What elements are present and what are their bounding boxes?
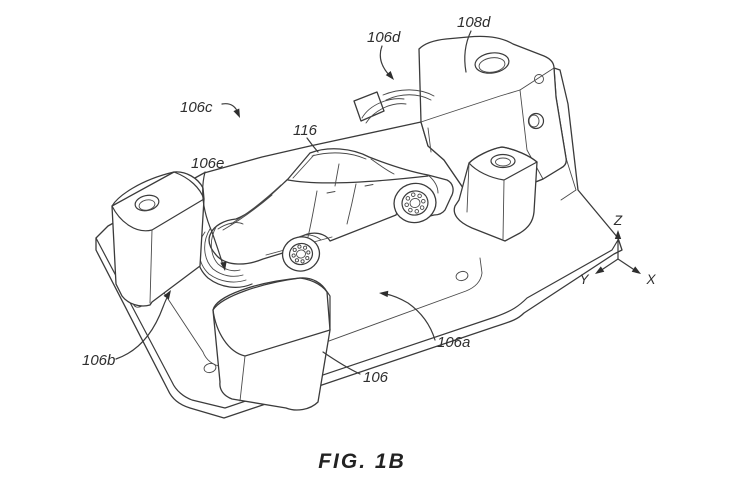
leaders xyxy=(115,30,472,375)
axis-triad: Z Y X xyxy=(579,213,656,287)
axis-x-line xyxy=(617,258,637,272)
label-108d: 108d xyxy=(457,14,491,31)
arrowhead-106b xyxy=(163,290,171,300)
arrowhead-106a xyxy=(379,290,389,298)
left-post-top-face xyxy=(111,171,205,232)
car-body-outline xyxy=(208,148,454,265)
right-post-hole-inner xyxy=(495,157,511,167)
leader-106 xyxy=(322,351,361,375)
leader-108d xyxy=(464,30,472,73)
front-post-front-edge xyxy=(239,355,246,402)
mount-block-saddle-rim-1 xyxy=(382,89,435,97)
axis-x-label: X xyxy=(645,272,656,287)
car-rear-door-handle xyxy=(364,184,374,187)
car-front-wheel xyxy=(281,236,321,272)
mount-block-right-edge xyxy=(519,89,544,180)
right-post-left-edge xyxy=(466,162,470,213)
left-post-hole-inner xyxy=(138,199,156,211)
car-a-pillar-inner xyxy=(292,154,315,179)
reference-labels: 106c 106d 108d 116 106e 106b 106a 106 xyxy=(82,14,491,386)
axis-y-arrowhead xyxy=(595,266,605,274)
left-post-front-edge xyxy=(149,229,153,304)
mount-block-top-ridge xyxy=(420,67,555,123)
mount-block-saddle-wall xyxy=(353,91,385,122)
car-trunk-seam xyxy=(427,174,439,194)
front-post xyxy=(212,277,331,411)
mount-block-saddle-arc-1 xyxy=(361,98,405,119)
car-roof-drip-line xyxy=(311,152,367,160)
mount-block-saddle-arc-2 xyxy=(365,103,407,124)
car-front-door-seam xyxy=(307,190,318,238)
mount-block-side-hole-inner xyxy=(528,114,540,128)
label-106d: 106d xyxy=(367,29,401,46)
left-post xyxy=(111,171,205,307)
right-post-front-edge xyxy=(502,179,505,240)
right-post-hole xyxy=(490,153,516,169)
mount-block-small-hole xyxy=(534,74,544,84)
car-hood-crease-2 xyxy=(222,194,273,231)
cradle-arc-4 xyxy=(210,226,241,272)
plate-hole-front xyxy=(203,362,217,374)
car-front-door-handle xyxy=(326,191,336,194)
arrowhead-106d xyxy=(385,71,394,80)
label-106a: 106a xyxy=(437,334,470,351)
mount-block-saddle-rim-2 xyxy=(385,94,432,101)
label-106e: 106e xyxy=(191,155,224,172)
car-hood-crease-1 xyxy=(230,184,282,225)
base-plate-top-front-edge xyxy=(95,237,619,409)
plate-hole-right xyxy=(455,270,469,282)
right-post xyxy=(453,146,538,242)
mount-block-front-vertical-edge xyxy=(427,127,432,153)
mount-block-side-hole xyxy=(527,112,545,130)
axis-y-line xyxy=(599,258,619,272)
leader-106a xyxy=(385,293,436,341)
car-c-pillar xyxy=(370,158,395,175)
front-cradle xyxy=(196,226,253,288)
arrowhead-106e xyxy=(220,261,227,271)
label-116: 116 xyxy=(293,122,318,139)
car-b-pillar xyxy=(334,163,340,187)
base-plate-right-flange xyxy=(560,157,577,201)
axis-z-label: Z xyxy=(613,213,623,228)
arrowhead-106c xyxy=(233,108,240,118)
mount-block-top-hole xyxy=(474,52,510,74)
label-106c: 106c xyxy=(180,99,213,116)
cradle-arc-3 xyxy=(204,228,244,277)
label-106b: 106b xyxy=(82,352,115,369)
leader-106e xyxy=(202,171,224,266)
car-beltline xyxy=(287,175,429,184)
axis-y-label: Y xyxy=(579,272,589,287)
car-rear-wheel xyxy=(393,182,437,224)
label-106: 106 xyxy=(363,369,389,386)
car-headlight xyxy=(217,222,244,230)
left-post-hole xyxy=(134,194,160,212)
base-plate-recess-front-edge xyxy=(243,257,483,373)
front-post-outline xyxy=(212,277,331,411)
leader-116 xyxy=(306,137,319,153)
axis-z-arrowhead xyxy=(614,230,622,239)
car-rear-door-seam xyxy=(346,183,357,225)
mount-block-top-hole-inner xyxy=(478,57,506,73)
front-post-top-face xyxy=(212,277,331,357)
axis-x-arrowhead xyxy=(631,266,641,274)
right-post-top-face xyxy=(468,146,538,181)
car xyxy=(208,148,454,272)
figure-caption: FIG. 1B xyxy=(318,450,406,473)
